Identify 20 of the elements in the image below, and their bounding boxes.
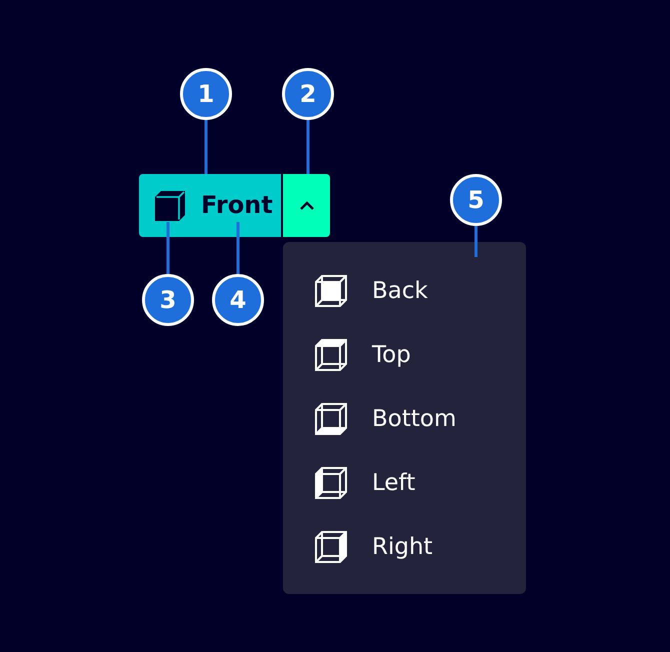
leader-line: [306, 120, 310, 174]
menu-item-label: Top: [372, 341, 411, 370]
leader-line: [236, 222, 240, 274]
menu-item-label: Back: [372, 277, 428, 306]
cube-icon: [154, 190, 186, 222]
callout-number: 2: [282, 68, 334, 120]
menu-item-label: Right: [372, 533, 433, 562]
menu-item-label: Left: [372, 469, 416, 498]
dropdown-menu: [283, 242, 526, 594]
callout-number: 3: [142, 274, 194, 326]
dropdown-toggle: [283, 174, 330, 237]
callout-number: 1: [180, 68, 232, 120]
leader-line: [166, 222, 170, 274]
menu-item-label: Bottom: [372, 405, 456, 434]
leader-line: [204, 120, 208, 174]
leader-line: [474, 226, 478, 257]
button-label: Front: [201, 188, 279, 222]
view-button: [139, 174, 281, 237]
callout-number: 4: [212, 274, 264, 326]
callout-number: 5: [450, 174, 502, 226]
